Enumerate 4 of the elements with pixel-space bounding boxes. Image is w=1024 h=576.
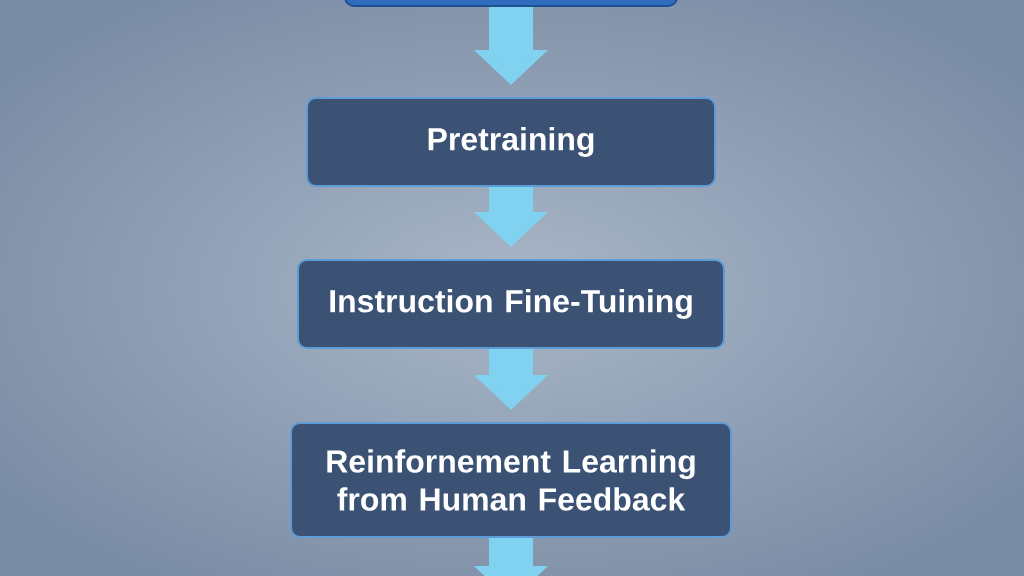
box <box>344 0 678 7</box>
process-box: Pretraining <box>306 97 716 187</box>
process-box: Reinfornement Learning from Human Feedback <box>290 422 732 538</box>
process-box: Instruction Fine-Tuining <box>297 259 725 349</box>
